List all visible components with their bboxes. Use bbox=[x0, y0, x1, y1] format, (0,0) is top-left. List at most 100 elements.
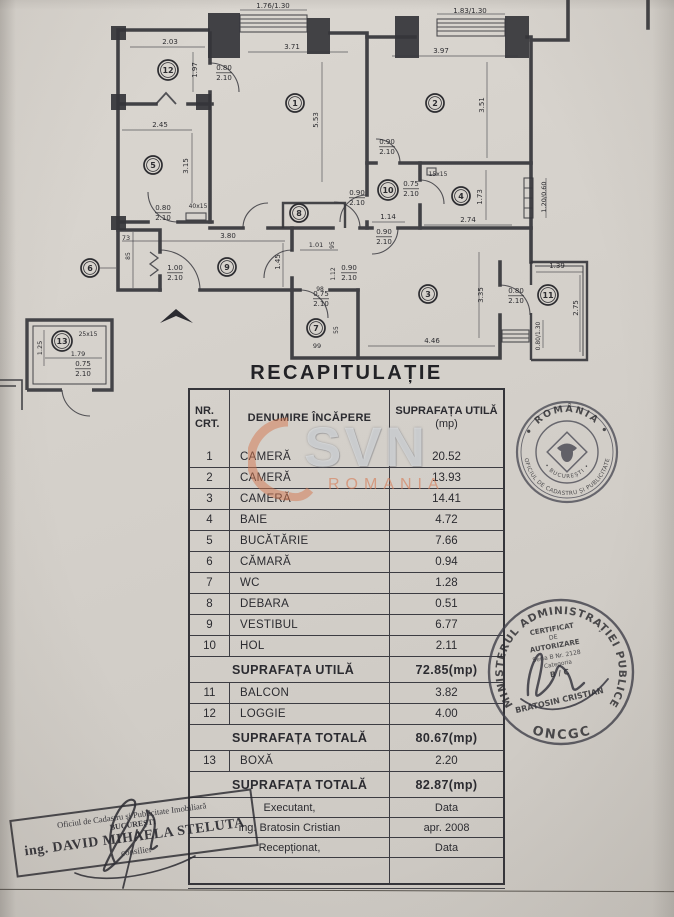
cell-denumire: BUCĂTĂRIE bbox=[230, 531, 390, 551]
cell-suprafata: 14.41 bbox=[432, 493, 461, 505]
cell-nr: 1 bbox=[190, 446, 230, 467]
dimension-label: 1.76/1.30 bbox=[256, 2, 290, 10]
cell-denumire: WC bbox=[230, 573, 390, 593]
cell-suprafata: 0.51 bbox=[435, 598, 458, 610]
svg-text:4.46: 4.46 bbox=[424, 337, 440, 345]
svg-text:11: 11 bbox=[542, 291, 554, 300]
svg-text:3.35: 3.35 bbox=[477, 287, 485, 303]
svg-text:85: 85 bbox=[125, 252, 132, 260]
room-number-11: 11 bbox=[537, 284, 559, 306]
cell-suprafata: 4.00 bbox=[435, 708, 458, 720]
cell-subtotal-label: SUPRAFAȚA TOTALĂ bbox=[190, 725, 390, 750]
stamp2-oncgc: ONCGC bbox=[531, 723, 592, 743]
cell-denumire: VESTIBUL bbox=[230, 615, 390, 635]
svg-text:1.97: 1.97 bbox=[191, 62, 199, 78]
cell-subtotal-value: 80.67(mp) bbox=[415, 730, 478, 745]
svg-text:DE: DE bbox=[548, 634, 558, 642]
dimension-label: 2.45 bbox=[152, 121, 168, 129]
svg-text:98: 98 bbox=[316, 286, 324, 293]
svg-text:2.03: 2.03 bbox=[162, 38, 178, 46]
dimension-label: 15x15 bbox=[429, 171, 448, 178]
table-row: 1 CAMERĂ 20.52 bbox=[190, 446, 503, 467]
svg-text:Categoria: Categoria bbox=[544, 659, 573, 670]
svg-text:2.10: 2.10 bbox=[376, 238, 392, 246]
cell-suprafata: 2.11 bbox=[435, 640, 458, 652]
svg-text:1.01: 1.01 bbox=[309, 241, 323, 249]
dimension-label: 3.15 bbox=[182, 158, 190, 174]
dimension-label: 55 bbox=[333, 326, 340, 334]
dimension-label: 4.46 bbox=[424, 337, 440, 345]
cell-nr: 7 bbox=[190, 573, 230, 593]
dimension-label: 1.002.10 bbox=[167, 264, 183, 282]
table-row bbox=[190, 857, 503, 883]
svg-text:1.12: 1.12 bbox=[330, 267, 337, 281]
dimension-label: 95 bbox=[329, 241, 336, 249]
cell-signature-right: apr. 2008 bbox=[423, 821, 470, 834]
svg-text:0.80: 0.80 bbox=[508, 287, 524, 295]
cell-denumire: CAMERĂ bbox=[230, 489, 390, 509]
cell-denumire: DEBARA bbox=[230, 594, 390, 614]
svg-text:5.53: 5.53 bbox=[312, 112, 320, 128]
cell-denumire: CAMERĂ bbox=[230, 446, 390, 467]
cell-nr: 6 bbox=[190, 552, 230, 572]
svg-text:10: 10 bbox=[382, 186, 394, 195]
stamp2-signature bbox=[520, 652, 609, 711]
room-number-10: 10 bbox=[377, 179, 399, 201]
room-number-8: 8 bbox=[289, 203, 309, 223]
table-row: 11 BALCON 3.82 bbox=[190, 682, 503, 703]
dimension-label: 0.802.10 bbox=[508, 287, 524, 305]
dimension-label: 0.902.10 bbox=[376, 228, 392, 246]
svg-text:3.80: 3.80 bbox=[220, 232, 236, 240]
svg-text:4: 4 bbox=[458, 192, 464, 201]
svg-text:2.10: 2.10 bbox=[341, 274, 357, 282]
cell-nr: 10 bbox=[190, 636, 230, 656]
window-hatches bbox=[185, 14, 534, 343]
svg-text:1.73: 1.73 bbox=[476, 189, 484, 205]
svg-text:0.90: 0.90 bbox=[341, 264, 357, 272]
page-title: RECAPITULAȚIE bbox=[250, 362, 443, 384]
dimension-label: 1.45 bbox=[274, 254, 282, 270]
header-suprafata: SUPRAFAȚA UTILĂ bbox=[395, 405, 498, 417]
table-row: 8 DEBARA 0.51 bbox=[190, 593, 503, 614]
cell-suprafata: 20.52 bbox=[432, 450, 461, 463]
dimension-label: 1.25 bbox=[36, 341, 44, 355]
dimension-label: 0.752.10 bbox=[313, 290, 329, 308]
dimension-label: 2.03 bbox=[162, 38, 178, 46]
dimension-label: 0.90 2.10 bbox=[341, 264, 357, 282]
round-stamp-oncgc: MINISTERUL ADMINISTRAȚIEI PUBLICE ONCGC … bbox=[487, 598, 635, 746]
dimension-label: 3.80 bbox=[220, 232, 236, 240]
svg-text:2.74: 2.74 bbox=[460, 216, 476, 224]
svg-text:2.75: 2.75 bbox=[572, 300, 580, 316]
dimension-label: 99 bbox=[313, 342, 321, 350]
dimension-label: 1.79 bbox=[71, 350, 85, 358]
svg-text:25x15: 25x15 bbox=[79, 331, 98, 338]
table-row: SUPRAFAȚA UTILĂ 72.85(mp) bbox=[190, 656, 503, 682]
dimension-label: 1.39 bbox=[549, 262, 565, 270]
dimension-label: 0.752.10 bbox=[403, 180, 419, 198]
svg-text:2.10: 2.10 bbox=[313, 300, 329, 308]
svg-text:6: 6 bbox=[87, 264, 93, 273]
cell-denumire: BAIE bbox=[230, 510, 390, 530]
dimension-label: 2.75 bbox=[572, 300, 580, 316]
cell-nr: 8 bbox=[190, 594, 230, 614]
svg-text:1: 1 bbox=[292, 99, 298, 108]
svg-text:3.51: 3.51 bbox=[478, 97, 486, 113]
svg-text:3.71: 3.71 bbox=[284, 43, 300, 51]
svg-text:40x15: 40x15 bbox=[189, 203, 208, 210]
cell-nr: 9 bbox=[190, 615, 230, 635]
svg-text:2.10: 2.10 bbox=[403, 190, 419, 198]
table-row: 7 WC 1.28 bbox=[190, 572, 503, 593]
dimension-label: 3.97 bbox=[433, 47, 449, 55]
cell-signature-right: Data bbox=[434, 801, 459, 814]
table-row: 13 BOXĂ 2.20 bbox=[190, 750, 503, 771]
dimension-label: 25x15 bbox=[79, 331, 98, 338]
cell-nr: 5 bbox=[190, 531, 230, 551]
cell-suprafata: 13.93 bbox=[432, 472, 461, 484]
cell-denumire: BALCON bbox=[230, 683, 390, 703]
svg-text:2.45: 2.45 bbox=[152, 121, 168, 129]
svg-text:2.10: 2.10 bbox=[349, 199, 365, 207]
cell-nr: 3 bbox=[190, 489, 230, 509]
svg-text:ONCGC: ONCGC bbox=[531, 723, 594, 743]
cell-nr: 13 bbox=[190, 751, 230, 771]
